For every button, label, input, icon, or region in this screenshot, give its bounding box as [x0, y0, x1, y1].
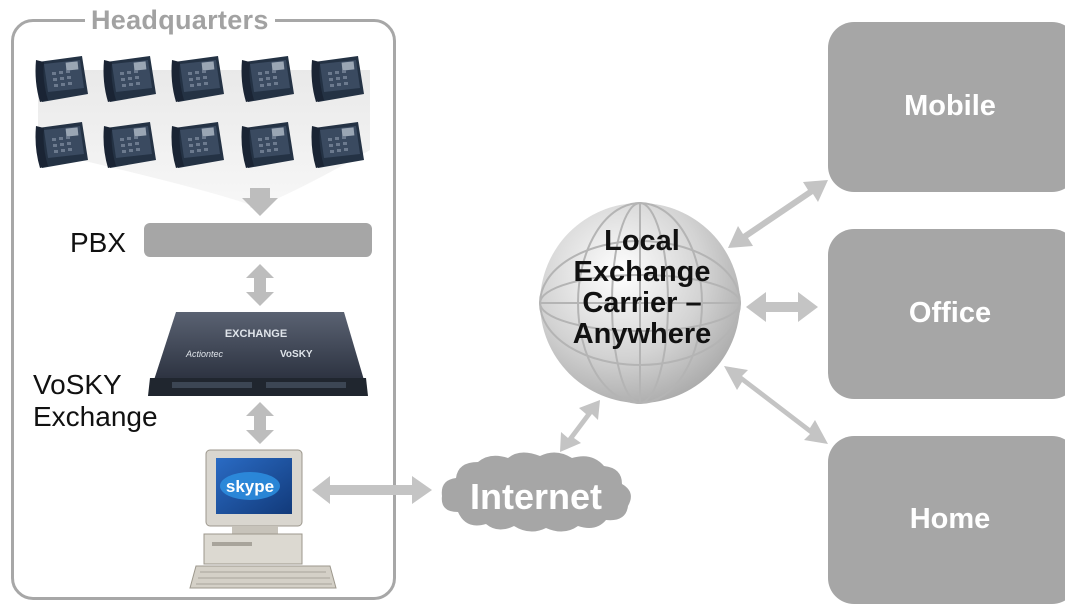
pbx-bar [144, 223, 372, 257]
carrier-office-arrow-icon [746, 292, 818, 322]
phone-icon [311, 56, 364, 102]
carrier-line3: Carrier – [582, 287, 702, 319]
phone-icon [171, 122, 224, 168]
carrier-mobile-arrow-icon [728, 180, 828, 248]
vosky-exchange-device: EXCHANGE Actiontec VoSKY [148, 312, 368, 396]
device-top-text: EXCHANGE [225, 328, 287, 340]
vosky-label-line2: Exchange [33, 401, 158, 432]
phone-icon [311, 122, 364, 168]
phone-icon [103, 56, 156, 102]
phone-icon [241, 122, 294, 168]
internet-label: Internet [470, 476, 603, 517]
skype-screen-text: skype [226, 477, 274, 496]
vosky-exchange-label: VoSKY Exchange [33, 369, 158, 433]
carrier-home-arrow-icon [724, 366, 828, 444]
vosky-label-line1: VoSKY [33, 369, 122, 400]
mobile-box: Mobile [828, 22, 1065, 192]
carrier-line1: Local [604, 225, 680, 257]
phone-icon [103, 122, 156, 168]
carrier-line2: Exchange [573, 256, 711, 288]
headquarters-title: Headquarters [85, 4, 275, 36]
computer-internet-arrow-icon [312, 476, 432, 504]
phone-icon [171, 56, 224, 102]
phone-icon [35, 56, 88, 102]
phone-icon [241, 56, 294, 102]
phones-to-pbx-arrow-icon [242, 188, 278, 216]
globe-icon [539, 202, 741, 404]
mobile-label: Mobile [904, 89, 996, 122]
carrier-line4: Anywhere [572, 318, 712, 350]
carrier-label: Local Exchange Carrier – Anywhere [547, 226, 737, 350]
internet-carrier-arrow-icon [560, 400, 600, 452]
pbx-exchange-arrow-icon [246, 264, 274, 306]
computer-icon: skype [189, 449, 337, 589]
exchange-computer-arrow-icon [246, 402, 274, 444]
home-box: Home [828, 436, 1065, 604]
pbx-label: PBX [70, 227, 127, 258]
device-brand-right: VoSKY [280, 349, 313, 360]
phone-icon [35, 122, 88, 168]
office-label: Office [908, 296, 992, 329]
home-label: Home [909, 502, 991, 535]
office-box: Office [828, 229, 1065, 399]
device-brand-left: Actiontec [185, 349, 224, 359]
internet-cloud-icon [441, 452, 631, 532]
